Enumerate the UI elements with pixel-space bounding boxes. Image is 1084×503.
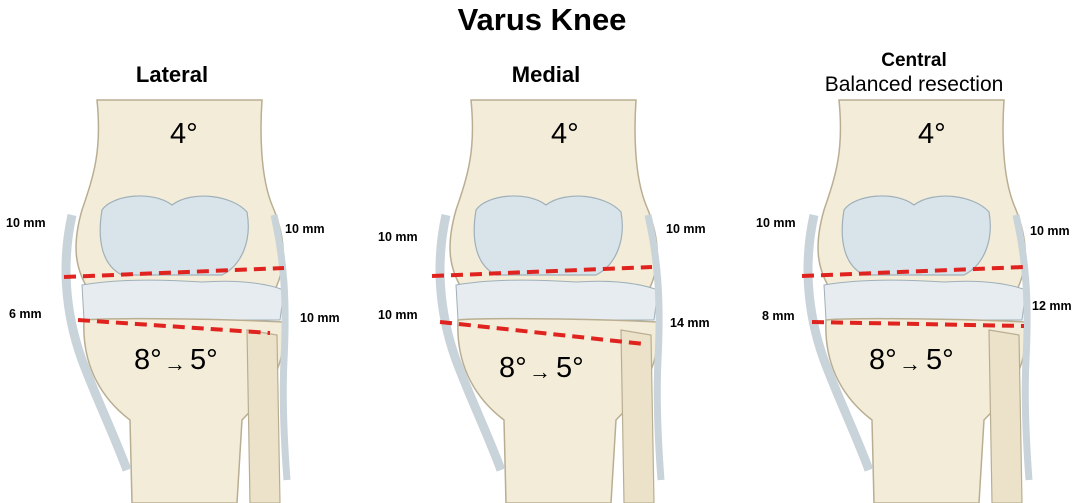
- panel-subtitle: Balanced resection: [824, 73, 1004, 96]
- arrow-icon: →: [899, 351, 921, 376]
- lower-right-gap-label: 14 mm: [670, 316, 710, 330]
- lower-right-gap-label: 10 mm: [300, 311, 340, 325]
- tibia-angle-to-label: 5°: [926, 344, 954, 376]
- tibial-cut-line: [811, 320, 1025, 328]
- tibial-cut-line: [439, 320, 645, 346]
- upper-right-gap-label: 10 mm: [666, 222, 706, 236]
- upper-right-gap-label: 10 mm: [285, 222, 325, 236]
- tibia-angle-from-label: 8°: [134, 344, 162, 376]
- upper-left-gap-label: 10 mm: [756, 216, 796, 230]
- panel-lateral: Lateral 4° 10 mm 10 mm 6 mm 10 mm 8° → 5…: [2, 0, 342, 503]
- panel-medial: Medial 4° 10 mm 10 mm 10 mm 14 mm 8° → 5…: [376, 0, 716, 503]
- arrow-icon: →: [164, 351, 186, 376]
- knee-anatomy: [435, 99, 665, 503]
- femur-angle-label: 4°: [551, 118, 579, 150]
- panel-title: Lateral: [135, 62, 209, 87]
- upper-right-gap-label: 10 mm: [1030, 224, 1070, 238]
- tibia-angle-from-label: 8°: [499, 352, 527, 384]
- knee-illustration: [801, 99, 1033, 503]
- knee-anatomy: [61, 99, 291, 503]
- figure-title: Varus Knee: [457, 2, 627, 37]
- tibial-cut-line: [77, 318, 271, 335]
- upper-left-gap-label: 10 mm: [6, 216, 46, 230]
- lower-left-gap-label: 6 mm: [9, 307, 42, 321]
- lower-right-gap-label: 12 mm: [1032, 299, 1072, 313]
- lower-left-gap-label: 10 mm: [378, 308, 418, 322]
- femur-angle-label: 4°: [170, 118, 198, 150]
- panel-title: Medial: [511, 62, 581, 87]
- tibia-angle-from-label: 8°: [869, 344, 897, 376]
- knee-anatomy: [803, 99, 1033, 503]
- knee-illustration: [61, 99, 291, 503]
- tibia-angle-to-label: 5°: [190, 344, 218, 376]
- femur-angle-label: 4°: [918, 118, 946, 150]
- upper-left-gap-label: 10 mm: [378, 230, 418, 244]
- knee-illustration: [431, 99, 665, 503]
- tibia-angle-to-label: 5°: [556, 352, 584, 384]
- lower-left-gap-label: 8 mm: [762, 309, 795, 323]
- panel-title: Central: [881, 50, 947, 71]
- panel-central: Central Balanced resection 4° 10 mm 10 m…: [744, 0, 1084, 503]
- arrow-icon: →: [529, 359, 551, 384]
